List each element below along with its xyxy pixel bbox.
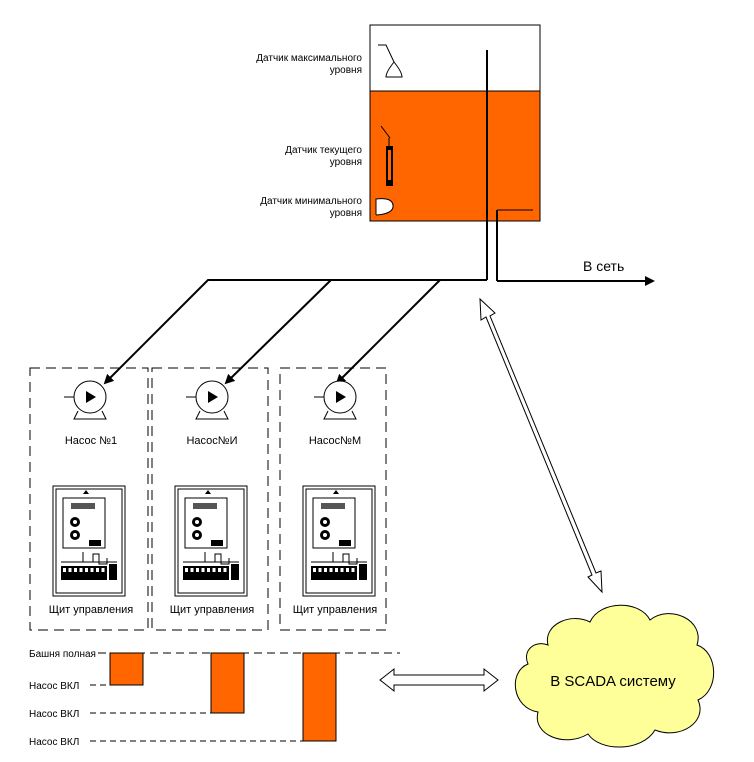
water-tower <box>369 24 541 281</box>
pump-label: Насос№М <box>309 435 361 447</box>
scada-link-horizontal-arrow <box>379 667 499 693</box>
control-panel-icon <box>302 485 376 597</box>
max-level-sensor-icon <box>378 44 403 78</box>
timing-diagram <box>90 652 400 742</box>
distribution-piping <box>103 276 655 385</box>
branch-pipe-3 <box>335 279 441 385</box>
pump-1-run-bar <box>109 652 144 686</box>
sensor-min-label-line2: уровня <box>330 208 362 219</box>
sensor-current-label-line2: уровня <box>330 157 362 168</box>
control-panel-icon <box>174 485 248 597</box>
pump-3-run-bar <box>302 652 337 742</box>
pump-unit-3: Насос№М Щит управления <box>279 367 387 631</box>
pump-label: Насос№И <box>186 435 237 447</box>
min-level-sensor-icon <box>375 198 394 216</box>
control-panel-label: Щит управления <box>293 604 378 616</box>
control-panel-label: Щит управления <box>170 604 255 616</box>
tower-full-label: Башня полная <box>29 649 96 660</box>
sensor-max-label-line1: Датчик максимального <box>256 53 362 64</box>
pump-unit-frame <box>29 367 149 631</box>
pump-on-label-3: Насос ВКЛ <box>29 737 79 748</box>
current-level-sensor-icon <box>380 125 393 186</box>
outlet-label: В сеть <box>583 258 624 274</box>
tank-water <box>370 91 540 221</box>
sensor-current-label-line1: Датчик текущего <box>285 145 362 156</box>
branch-pipe-2 <box>224 279 332 385</box>
pump-icon <box>314 380 357 420</box>
pump-label: Насос №1 <box>65 435 117 447</box>
sensor-min-label-line1: Датчик минимального <box>260 196 362 207</box>
control-panel-icon <box>52 485 126 597</box>
sensor-max-label-line2: уровня <box>330 65 362 76</box>
scada-label: В SCADA систему <box>550 673 676 690</box>
pump-on-label-2: Насос ВКЛ <box>29 709 79 720</box>
tank-body <box>369 24 541 222</box>
pump-units: Насос №1 Щит управления Насос№И Щит управле… <box>29 367 387 631</box>
pump-unit-1: Насос №1 Щит управления <box>29 367 149 631</box>
pump-unit-frame <box>151 367 269 631</box>
header-pipe <box>103 279 487 385</box>
pump-2-run-bar <box>210 652 245 714</box>
control-panel-label: Щит управления <box>49 604 134 616</box>
pump-icon <box>186 380 229 420</box>
pump-unit-frame <box>279 367 387 631</box>
scada-cloud-icon <box>514 604 715 748</box>
pump-on-label-1: Насос ВКЛ <box>29 681 79 692</box>
pump-icon <box>64 380 107 420</box>
scada-link-diagonal-arrow <box>479 297 603 594</box>
pump-unit-2: Насос№И Щит управления <box>151 367 269 631</box>
